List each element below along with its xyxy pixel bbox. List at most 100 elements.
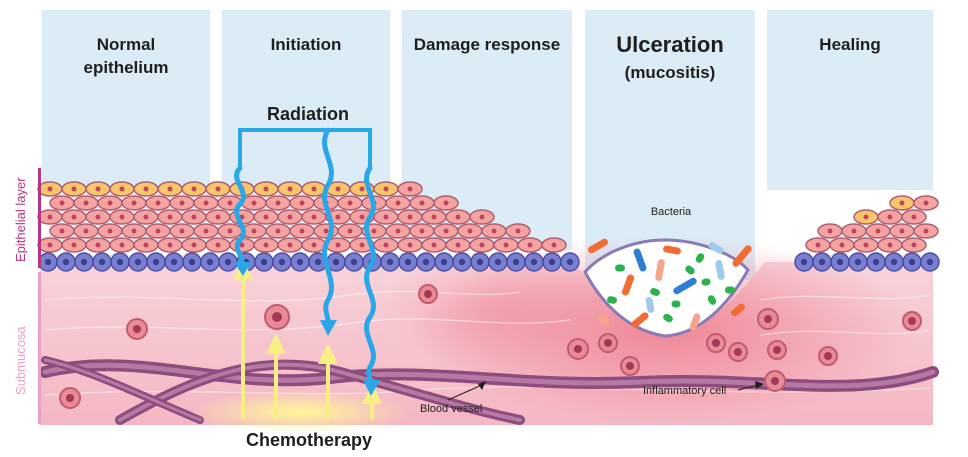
inflammatory-cell-callout: Inflammatory cell: [643, 381, 764, 397]
stage-title-healing: Healing: [819, 35, 880, 54]
surface-cell: [853, 209, 879, 225]
basal-cell: [920, 252, 940, 272]
basal-cell: [344, 252, 364, 272]
surface-cell: [277, 181, 303, 197]
basal-cell: [794, 252, 814, 272]
squamous-cell: [829, 237, 855, 253]
bacteria-label: Bacteria: [651, 206, 692, 218]
squamous-cell: [409, 195, 435, 211]
squamous-cell: [121, 223, 147, 239]
squamous-cell: [253, 237, 279, 253]
squamous-cell: [481, 223, 507, 239]
bacterium: [650, 287, 660, 297]
squamous-cell: [853, 237, 879, 253]
squamous-cell: [169, 195, 195, 211]
inflammatory-cell: [902, 311, 922, 331]
radiation-arrowhead: [363, 380, 380, 396]
squamous-cell: [445, 237, 471, 253]
stage-panel-normal: [42, 10, 210, 185]
squamous-cell: [145, 223, 171, 239]
bacterium: [597, 314, 611, 326]
bacterium: [671, 300, 681, 308]
surface-cell: [253, 181, 279, 197]
basal-cell: [182, 252, 202, 272]
squamous-cell: [517, 237, 543, 253]
squamous-cell: [205, 209, 231, 225]
squamous-cell: [457, 223, 483, 239]
squamous-cell: [469, 237, 495, 253]
red-cell: [59, 387, 81, 409]
stage-title-damage: Damage response: [414, 35, 560, 54]
squamous-cell: [253, 209, 279, 225]
basal-cell: [74, 252, 94, 272]
squamous-cell: [337, 223, 363, 239]
side-bar-epithelial: [38, 168, 41, 268]
radiation-bracket: [238, 128, 372, 170]
basal-cell: [506, 252, 526, 272]
basal-cell: [110, 252, 130, 272]
bacterium: [615, 264, 625, 272]
bacterium: [673, 277, 697, 295]
blood-vessel-callout: Blood vessel: [420, 381, 486, 415]
bacterium: [655, 259, 665, 281]
surface-cell: [205, 181, 231, 197]
squamous-cell: [265, 223, 291, 239]
inflammatory-cell: [818, 346, 838, 366]
stage-title-normal-line1: Normal: [97, 35, 156, 54]
squamous-cell: [805, 237, 831, 253]
bacterium: [732, 245, 752, 267]
surface-cell: [325, 181, 351, 197]
stage-title-normal-line2: epithelium: [83, 58, 168, 77]
squamous-cell: [289, 195, 315, 211]
basal-cell: [902, 252, 922, 272]
squamous-cell: [541, 237, 567, 253]
stage-title-ulceration: Ulceration: [616, 32, 724, 57]
bacterium: [607, 296, 617, 304]
squamous-cell: [397, 209, 423, 225]
surface-cell: [133, 181, 159, 197]
side-label-epithelial: Epithelial layer: [13, 177, 28, 262]
bacterium: [715, 260, 725, 280]
stage-panel-ulceration: [585, 10, 755, 280]
squamous-cell: [73, 223, 99, 239]
bacterium: [631, 312, 649, 328]
stage-panel-initiation: [222, 10, 390, 185]
squamous-cell: [277, 209, 303, 225]
stage-title-ulceration-sub: (mucositis): [625, 63, 716, 82]
squamous-cell: [205, 237, 231, 253]
inflammatory-cell: [767, 340, 787, 360]
bacterium: [695, 253, 705, 263]
blood-vessels: [39, 356, 939, 425]
surface-cell: [181, 181, 207, 197]
squamous-cell: [841, 223, 867, 239]
bacterium: [645, 297, 655, 313]
radiation-arrowhead: [320, 320, 337, 336]
radiation-ray: [234, 165, 246, 268]
surface-cell: [889, 195, 915, 211]
inflammatory-cell: [598, 333, 618, 353]
squamous-cell: [337, 195, 363, 211]
squamous-cell: [73, 195, 99, 211]
squamous-cell: [97, 195, 123, 211]
basal-cell: [488, 252, 508, 272]
squamous-cell: [409, 223, 435, 239]
basal-cell: [470, 252, 490, 272]
bacterium: [701, 278, 711, 286]
squamous-cell: [889, 223, 915, 239]
squamous-cell: [313, 223, 339, 239]
basal-cell: [128, 252, 148, 272]
inflammatory-cell: [757, 308, 779, 330]
squamous-cell: [397, 237, 423, 253]
squamous-cell: [385, 195, 411, 211]
ulcer-cavity: [583, 238, 750, 338]
squamous-cell: [49, 195, 75, 211]
squamous-cell: [373, 237, 399, 253]
squamous-cell: [433, 195, 459, 211]
squamous-cell: [85, 237, 111, 253]
bacterium: [708, 242, 724, 254]
squamous-cell: [157, 209, 183, 225]
squamous-cell: [145, 195, 171, 211]
basal-cell: [290, 252, 310, 272]
surface-cell: [85, 181, 111, 197]
